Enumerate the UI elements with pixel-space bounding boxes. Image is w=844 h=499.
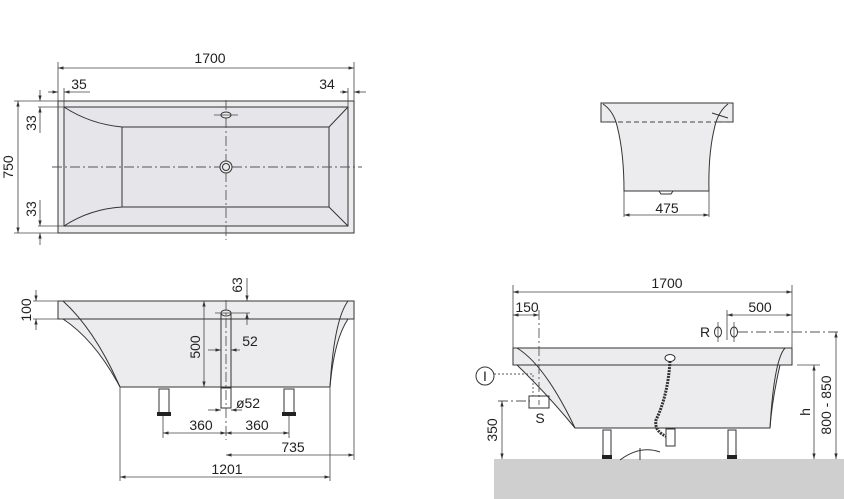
plan-view: 1700 35 34 750 33 33 <box>0 50 366 245</box>
installation-view: 1700 150 500 R 800 - 850 h 350 I S <box>475 275 844 499</box>
dim-rim-left-label: 35 <box>71 76 87 92</box>
install-foot-left-pad <box>602 455 612 459</box>
tub-basin <box>63 106 349 227</box>
foot-left-pad <box>157 412 171 416</box>
side-tub-outline <box>57 300 355 388</box>
tap-label: R <box>700 324 710 340</box>
dim-tap-offset-label: 500 <box>748 299 772 315</box>
dim-bottom-width-label: 475 <box>655 200 679 216</box>
dim-length-label: 1700 <box>194 50 225 66</box>
install-foot-right-pad <box>727 455 737 459</box>
waste-box <box>528 395 550 409</box>
dim-drain-diameter-label: ø52 <box>236 395 260 411</box>
floor <box>494 459 844 499</box>
waste-hose <box>654 360 672 439</box>
dim-rim-right-label: 34 <box>319 76 335 92</box>
inlet-marker <box>475 366 495 386</box>
install-overflow-head <box>664 354 676 362</box>
dim-width-label: 750 <box>0 155 16 179</box>
waste-label: S <box>535 410 544 426</box>
dim-drain-to-end-label: 735 <box>281 439 305 455</box>
end-view: 475 <box>600 102 734 217</box>
dim-rim-top-label: 33 <box>23 115 39 131</box>
inlet-leader <box>494 373 534 396</box>
drain-icon <box>219 160 233 174</box>
end-view-outline <box>600 102 734 192</box>
inlet-label: I <box>483 368 487 384</box>
drain-inner <box>222 163 230 171</box>
install-drain <box>665 428 676 447</box>
dim-waste-height-label: 350 <box>484 418 500 442</box>
install-tub-curves <box>516 347 786 429</box>
dim-depth-label: 500 <box>187 335 203 359</box>
end-view-rim-edge <box>602 103 729 123</box>
trap <box>619 448 661 461</box>
install-tub-outline <box>512 347 793 429</box>
foot-right <box>283 388 295 416</box>
dim-overflow-diameter-label: 52 <box>242 333 258 349</box>
side-section: 100 63 500 52 ø52 360 360 735 1201 <box>18 277 355 481</box>
dim-h-label: h <box>797 408 813 416</box>
install-foot-right <box>727 429 737 457</box>
dim-install-length-label: 1700 <box>651 275 682 291</box>
dim-foot-right-label: 360 <box>245 417 269 433</box>
foot-left <box>158 388 170 416</box>
foot-right-pad <box>282 412 296 416</box>
dim-supply-offset-label: 150 <box>515 299 539 315</box>
dim-overflow-offset-label: 63 <box>229 277 245 293</box>
side-tub-curves <box>57 300 349 388</box>
dim-height-range-label: 800 - 850 <box>818 375 834 434</box>
dim-rim-height-label: 100 <box>18 298 34 322</box>
dim-foot-left-label: 360 <box>189 417 213 433</box>
dim-rim-bottom-label: 33 <box>23 201 39 217</box>
dim-bottom-length-label: 1201 <box>211 461 242 477</box>
end-view-drain <box>658 190 674 195</box>
install-foot-left <box>602 429 612 457</box>
